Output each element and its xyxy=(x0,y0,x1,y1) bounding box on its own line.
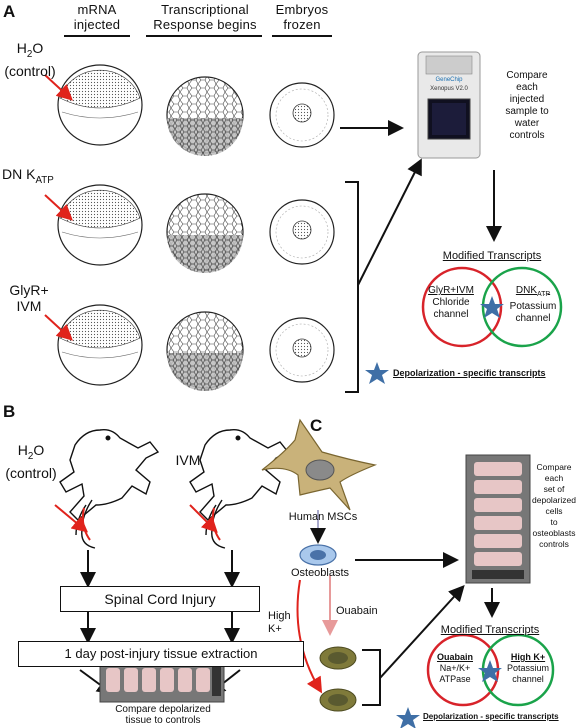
injection-arrow-h2o xyxy=(44,74,73,101)
high-k-label: High K+ xyxy=(268,610,291,635)
bracket-experimental xyxy=(345,181,359,393)
embryo-frozen-glyr xyxy=(269,317,335,383)
depolarized-cell-ouabain xyxy=(319,646,357,670)
msc-cell xyxy=(261,418,378,511)
b-label-ivm: IVM xyxy=(175,452,201,468)
header-mrna-line1: mRNA xyxy=(77,2,117,17)
venn-a-right-label: DNKATP Potassium channel xyxy=(509,285,557,324)
b-caption: Compare depolarized tissue to controls xyxy=(115,704,211,726)
injection-arrow-dnk xyxy=(44,194,73,221)
osteo-label: Osteoblasts xyxy=(290,567,350,579)
row-label-glyr: GlyR+ IVM xyxy=(9,282,49,314)
row-label-h2o-control: (control) xyxy=(4,62,56,79)
embryo-cleaving-glyr xyxy=(166,311,244,391)
microarray-strip-c xyxy=(465,454,531,584)
box-spinal-cord-injury: Spinal Cord Injury xyxy=(60,586,260,612)
legend-a-star xyxy=(365,362,389,384)
compare-text-a: Compare each injected sample to water co… xyxy=(505,70,549,141)
embryo-injected-h2o xyxy=(57,64,143,146)
venn-a-left-label: GlyR+IVM Chloride channel xyxy=(428,285,474,320)
legend-c-star xyxy=(396,707,420,728)
modified-transcripts-c: Modified Transcripts xyxy=(440,624,540,636)
arrow-high-k xyxy=(296,579,323,694)
embryo-injected-dnk xyxy=(57,184,143,266)
panel-a-label: A xyxy=(3,2,16,21)
header-emb-rule xyxy=(272,35,332,37)
header-tr-rule xyxy=(146,35,262,37)
arrow-bracket-to-chip xyxy=(357,158,422,286)
compare-text-c: Compare each set of depolarized cells to… xyxy=(532,462,576,549)
header-emb-line2: frozen xyxy=(283,17,321,32)
embryo-cleaving-dnk xyxy=(166,193,244,273)
venn-a-right-circle xyxy=(481,266,563,348)
header-tr-line1: Transcriptional xyxy=(161,2,249,17)
embryo-cleaving-h2o xyxy=(166,76,244,156)
header-mrna-rule xyxy=(64,35,130,37)
b-label-h2o: H2O (control) xyxy=(5,442,57,481)
row-label-h2o: H2O (control) xyxy=(2,40,58,79)
header-embryos: Embryos frozen xyxy=(270,2,334,32)
panel-b-label: B xyxy=(3,402,16,421)
row-label-dnk: DN KATP xyxy=(2,166,54,186)
legend-a: Depolarization - specific transcripts xyxy=(393,368,546,378)
header-emb-line1: Embryos xyxy=(275,2,329,17)
venn-c-right-label: High K+ Potassium channel xyxy=(506,652,550,684)
legend-c: Depolarization - specific transcripts xyxy=(423,712,559,721)
embryo-injected-glyr xyxy=(57,304,143,386)
box-extraction: 1 day post-injury tissue extraction xyxy=(18,641,304,667)
injection-arrow-b-h2o xyxy=(54,504,89,533)
genechip xyxy=(417,51,481,159)
header-transcriptional: Transcriptional Response begins xyxy=(146,2,264,32)
injection-arrow-b-ivm xyxy=(189,504,218,533)
depolarized-cell-highk xyxy=(319,688,357,712)
chip-brand: GeneChip xyxy=(435,77,463,83)
venn-a-left-circle xyxy=(421,266,503,348)
header-mrna: mRNA injected xyxy=(62,2,132,32)
chip-label: Xenopus V2.0 xyxy=(430,86,468,92)
header-mrna-line2: injected xyxy=(73,17,121,32)
venn-c-star xyxy=(478,660,502,682)
modified-transcripts-a: Modified Transcripts xyxy=(442,250,542,262)
arrow-c-bracket-to-chip xyxy=(379,585,465,679)
axolotl-ivm xyxy=(189,428,290,549)
venn-c-left-label: Ouabain Na+/K+ ATPase xyxy=(436,652,473,684)
embryo-frozen-h2o xyxy=(269,82,335,148)
header-tr-line2: Response begins xyxy=(153,17,257,32)
embryo-frozen-dnk xyxy=(269,199,335,265)
panel-c-label: C xyxy=(310,416,323,435)
ouabain-label: Ouabain xyxy=(336,605,378,617)
axolotl-control xyxy=(59,428,160,549)
venn-a-star xyxy=(480,296,504,318)
bracket-c xyxy=(362,649,381,706)
injection-arrow-glyr xyxy=(44,314,73,341)
msc-label: Human MSCs xyxy=(288,511,358,523)
